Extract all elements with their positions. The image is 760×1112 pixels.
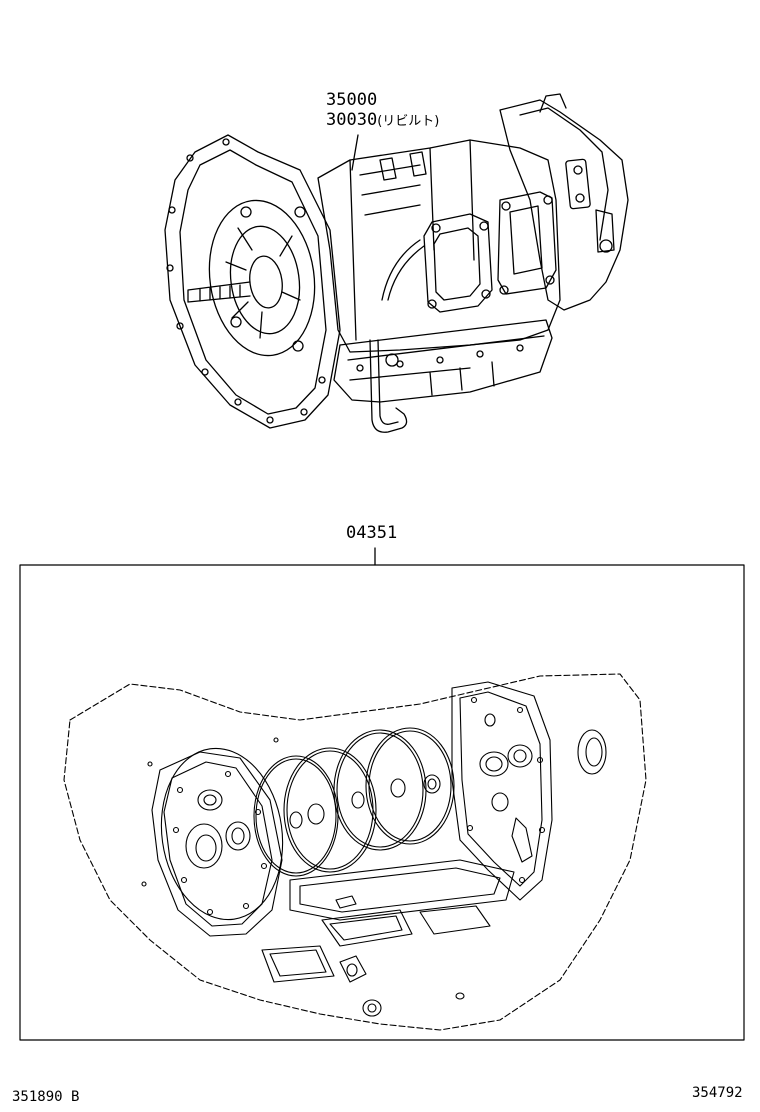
- small-gasket-2: [419, 905, 491, 935]
- filler-seal: [339, 955, 367, 983]
- extension-oil-seal: [577, 729, 607, 775]
- seal-small-1: [289, 811, 303, 829]
- part-number-30030: 30030(リビルト): [326, 112, 439, 129]
- kit-frame: [19, 564, 745, 1041]
- pump-plate: [151, 751, 283, 937]
- input-shaft: [187, 281, 251, 303]
- rebuilt-note: (リビルト): [377, 114, 440, 129]
- gasket-kit-illustration: [63, 673, 647, 1031]
- phantom-case-outline: [63, 673, 647, 1031]
- servo-cover: [423, 213, 493, 313]
- seal-small-3: [351, 791, 365, 809]
- seal-set: [479, 751, 509, 777]
- pan-gasket: [289, 859, 515, 921]
- o-ring-large-4: [365, 727, 455, 845]
- valve-body-gasket: [321, 909, 413, 947]
- seal-small-2: [307, 803, 325, 825]
- part-number-35000: 35000: [326, 90, 378, 110]
- filler-tube: [369, 339, 408, 433]
- o-ring-large-2: [283, 747, 377, 873]
- plug-2: [455, 992, 465, 1000]
- transmission-case: [317, 139, 561, 353]
- small-gasket-1: [261, 945, 335, 983]
- transmission-assembly-illustration: [164, 93, 629, 433]
- figure-code: 351890 B: [12, 1089, 80, 1105]
- rear-plate-bolt-holes: [466, 696, 546, 884]
- pump-bolt-holes: [172, 770, 268, 916]
- part-number-30030-value: 30030: [326, 110, 378, 130]
- bell-housing-flange: [164, 134, 341, 429]
- plug-1: [362, 999, 382, 1017]
- extension-housing: [499, 99, 629, 311]
- rear-case-plate: [451, 681, 553, 901]
- part-number-04351: 04351: [346, 523, 398, 543]
- image-code: 354792: [692, 1085, 743, 1101]
- flange-bolt-holes: [166, 138, 326, 424]
- oil-pan: [333, 319, 553, 403]
- leader-line-assembly: [351, 134, 359, 171]
- pump-gasket: [160, 747, 284, 921]
- seal-small-4: [390, 778, 406, 798]
- seal-small-5: [423, 774, 441, 794]
